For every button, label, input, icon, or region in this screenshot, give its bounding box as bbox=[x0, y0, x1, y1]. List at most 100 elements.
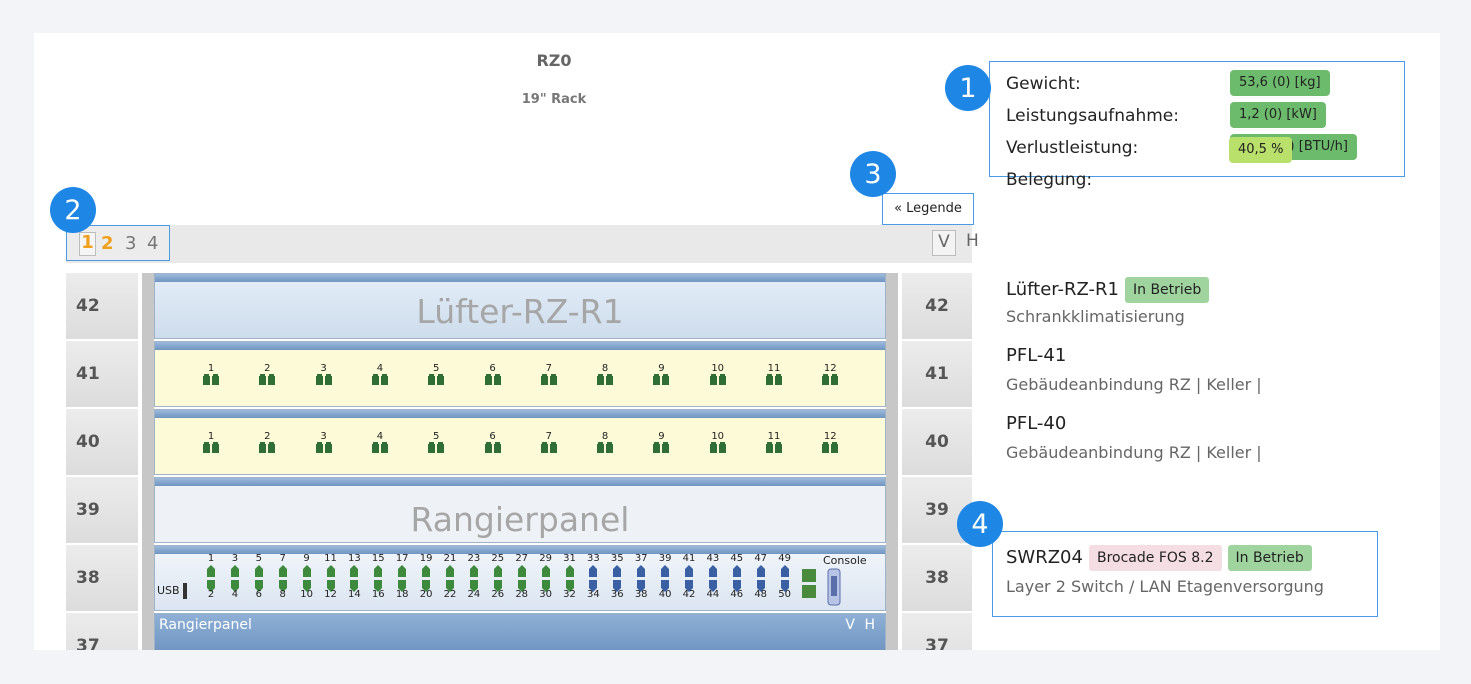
port-12[interactable]: 12 bbox=[820, 350, 840, 386]
port-icon bbox=[371, 374, 388, 385]
port-icon bbox=[766, 442, 782, 453]
page-4-button[interactable]: 4 bbox=[147, 233, 159, 254]
port-label: 5 bbox=[255, 553, 262, 564]
port-3[interactable]: 3 bbox=[314, 418, 334, 454]
callout-badge-1: 1 bbox=[945, 65, 991, 111]
port-10[interactable]: 10 bbox=[708, 350, 728, 386]
port-icon bbox=[259, 442, 276, 453]
port-icon bbox=[484, 442, 501, 453]
port-label: 15 bbox=[371, 553, 385, 564]
port-label: 1 bbox=[207, 363, 215, 374]
port-12[interactable]: 12 bbox=[820, 418, 840, 454]
device-name-pfl40[interactable]: PFL-40 bbox=[1006, 413, 1067, 434]
port-label: 9 bbox=[303, 553, 310, 564]
port-icon bbox=[653, 442, 670, 453]
device-slot-rangierpanel-39[interactable]: Rangierpanel bbox=[154, 477, 886, 543]
unit-number-right-42: 42 bbox=[902, 273, 972, 339]
rack-subtitle: 19" Rack bbox=[521, 92, 587, 107]
page-1-button[interactable]: 1 bbox=[79, 232, 96, 256]
port-label: 40 bbox=[658, 589, 672, 600]
port-label: 4 bbox=[376, 363, 384, 374]
port-label: 34 bbox=[587, 589, 600, 600]
device-name-pfl41[interactable]: PFL-41 bbox=[1006, 345, 1067, 366]
port-10[interactable]: 10 bbox=[708, 418, 728, 454]
port-7[interactable]: 7 bbox=[539, 350, 559, 386]
slot-back-view-link[interactable]: H bbox=[864, 617, 875, 633]
sfp-ports-icon bbox=[801, 568, 817, 600]
port-4[interactable]: 4 bbox=[370, 350, 390, 386]
switch-port-icon bbox=[398, 565, 407, 592]
port-3[interactable]: 3 bbox=[314, 350, 334, 386]
port-label: 12 bbox=[823, 431, 837, 442]
port-5[interactable]: 5 bbox=[426, 418, 446, 454]
port-label: 29 bbox=[539, 553, 552, 564]
device-slot-rangierpanel-37[interactable]: Rangierpanel V H bbox=[154, 613, 886, 650]
legend-toggle-button[interactable]: « Legende bbox=[882, 193, 974, 225]
port-label: 7 bbox=[279, 553, 286, 564]
port-2[interactable]: 2 bbox=[257, 350, 277, 386]
page-3-button[interactable]: 3 bbox=[125, 233, 137, 254]
back-view-button[interactable]: H bbox=[966, 231, 979, 251]
port-4[interactable]: 4 bbox=[370, 418, 390, 454]
port-8[interactable]: 8 bbox=[595, 350, 615, 386]
port-6[interactable]: 6 bbox=[483, 418, 503, 454]
port-9[interactable]: 9 bbox=[651, 418, 671, 454]
port-1[interactable]: 1 bbox=[201, 418, 221, 454]
port-label: 24 bbox=[467, 589, 481, 600]
port-11[interactable]: 11 bbox=[764, 418, 784, 454]
port-5[interactable]: 5 bbox=[426, 350, 446, 386]
callout-badge-4: 4 bbox=[957, 501, 1003, 547]
page-2-button[interactable]: 2 bbox=[101, 233, 114, 254]
port-label: 26 bbox=[491, 589, 505, 600]
port-label: 49 bbox=[778, 553, 791, 564]
port-label: 2 bbox=[264, 363, 271, 374]
device-slot-lufter[interactable]: Lüfter-RZ-R1 bbox=[154, 273, 886, 339]
port-label: 6 bbox=[489, 363, 496, 374]
device-desc-swrz04: Layer 2 Switch / LAN Etagenversorgung bbox=[1006, 577, 1324, 596]
port-8[interactable]: 8 bbox=[595, 418, 615, 454]
stat-label-heat: Verlustleistung: bbox=[1006, 138, 1139, 158]
port-11[interactable]: 11 bbox=[764, 350, 784, 386]
port-icon bbox=[766, 374, 782, 385]
port-1[interactable]: 1 bbox=[201, 350, 221, 386]
slot-front-view-link[interactable]: V bbox=[845, 617, 855, 633]
port-7[interactable]: 7 bbox=[539, 418, 559, 454]
status-badge: In Betrieb bbox=[1227, 545, 1312, 571]
front-view-button[interactable]: V bbox=[932, 230, 956, 256]
port-6[interactable]: 6 bbox=[483, 350, 503, 386]
port-9[interactable]: 9 bbox=[651, 350, 671, 386]
port-2[interactable]: 2 bbox=[257, 418, 277, 454]
switch-port-icon bbox=[254, 565, 263, 592]
